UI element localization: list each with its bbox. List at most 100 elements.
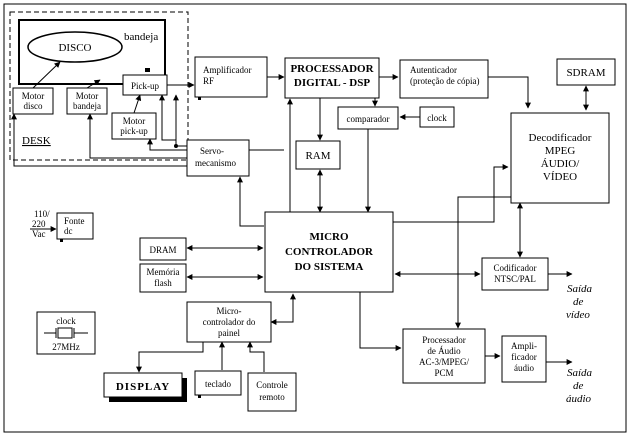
crystal-freq: 27MHz [52,342,80,352]
micro-painel-l2: controlador do [203,317,256,327]
saida-video-l3: vídeo [566,309,590,321]
painel-to-display-line [136,342,204,373]
decodificador-l1: Decodificador [529,132,592,144]
autenticador-box [399,59,489,99]
memoria-flash-l1: Memória [147,267,180,277]
servo-to-motor-bandeja-line [87,113,187,159]
controle-remoto-l1: Controle [256,380,288,390]
micro-painel-l3: painel [218,328,240,338]
desk-area [9,11,189,161]
processador-audio-l3: AC-3/MPEG/ [419,357,470,367]
amplificador-audio-box [501,335,547,383]
servo-to-pickup-line [173,94,187,147]
disco-ellipse [27,31,123,63]
saida-audio-l1: Saída [567,367,593,379]
motor-disco-l2: disco [24,101,43,111]
saida-video-l2: de [573,296,584,308]
amplificador-rf-l2: RF [203,76,214,86]
comparador-label: comparador [347,114,390,124]
teclado-box [194,370,242,396]
motor-bandeja-l1: Motor [76,91,99,101]
micro-to-audio-line [359,292,402,351]
display-box [103,372,183,398]
amplificador-audio-l3: áudio [514,363,534,373]
processador-audio-l1: Processador [422,335,466,345]
fonte-box [56,212,94,240]
autenticador-to-decoder-line [488,76,531,109]
fonte-in-l1: 110/ [34,209,50,219]
ram-label: RAM [305,150,330,162]
autenticador-l2: (proteção de cópia) [410,76,479,86]
micro-to-decoder-line [393,164,509,223]
servo-l2: mecanismo [195,158,236,168]
memoria-flash-box [139,263,187,293]
micro-painel-box [186,301,272,343]
painel-micro-line [270,293,296,325]
saida-audio-l3: áudio [566,393,592,405]
micro-to-servo-line [237,176,264,227]
pickup-lens [145,68,150,72]
codificador-l1: Codificador [494,263,537,273]
controle-remoto-box [247,372,297,412]
micro-controlador-box [264,211,394,293]
motor-disco-to-disco-line [32,61,61,89]
motor-bandeja-l2: bandeja [73,101,101,111]
sdram-box [556,58,616,86]
motor-pickup-to-pickup-line [133,94,142,114]
crystal-symbol [57,327,73,339]
fonte-in-l2: 220 [32,219,46,229]
micro-controlador-l1: MICRO [309,231,349,243]
junction-dot [174,144,178,148]
decodificador-l3: ÁUDIO/ [541,158,580,170]
servo-to-pickup-line-2 [159,94,176,141]
servo-to-motor-disco-line [11,113,187,167]
dsp-l2: DIGITAL - DSP [294,77,370,89]
servo-to-motor-pickup-line [147,138,187,151]
clock-label: clock [427,113,447,123]
motor-bandeja-to-tray-line [86,79,101,89]
fonte-in-l3: Vac [32,229,46,239]
codificador-box [481,257,549,291]
processador-audio-l2: de Áudio [427,346,461,356]
amplificador-audio-l1: Ampli- [511,341,537,351]
micro-controlador-l3: DO SISTEMA [295,261,364,273]
processador-audio-l4: PCM [434,368,453,378]
amplificador-audio-l2: ficador [511,352,536,362]
decoder-to-audio-line [455,196,511,329]
sdram-label: SDRAM [566,67,605,79]
motor-disco-l1: Motor [22,91,45,101]
saida-video-l1: Saída [567,283,593,295]
servo-l1: Servo- [200,146,224,156]
fonte-l2: dc [64,226,73,236]
controle-remoto-l2: remoto [259,392,285,402]
micro-controlador-l2: CONTROLADOR [285,246,374,258]
disco-label: DISCO [58,42,91,54]
decodificador-l2: MPEG [545,145,576,157]
ram-box [295,140,341,170]
bandeja-label: bandeja [124,31,158,43]
pickup-label: Pick-up [131,81,159,91]
servo-box [186,139,250,177]
micro-painel-l1: Micro- [217,306,242,316]
dsp-box [284,57,380,99]
fonte-l1: Fonte [64,216,85,226]
amplificador-rf-l1: Amplificador [203,65,252,75]
desk-label: DESK [22,135,51,147]
codificador-l2: NTSC/PAL [494,274,536,284]
motor-pickup-box [111,112,157,140]
controle-to-painel-line [247,341,265,372]
memoria-flash-l2: flash [154,278,172,288]
display-label: DISPLAY [116,381,170,393]
dsp-l1: PROCESSADOR [290,63,374,75]
dram-label: DRAM [149,245,176,255]
saida-audio-l2: de [573,380,584,392]
motor-pickup-l2: pick-up [120,126,148,136]
decodificador-box [510,112,610,204]
teclado-label: teclado [205,379,231,389]
motor-pickup-l1: Motor [123,116,146,126]
autenticador-l1: Autenticador [410,65,457,75]
outer-frame [3,3,627,433]
amplificador-rf-box [194,56,268,98]
